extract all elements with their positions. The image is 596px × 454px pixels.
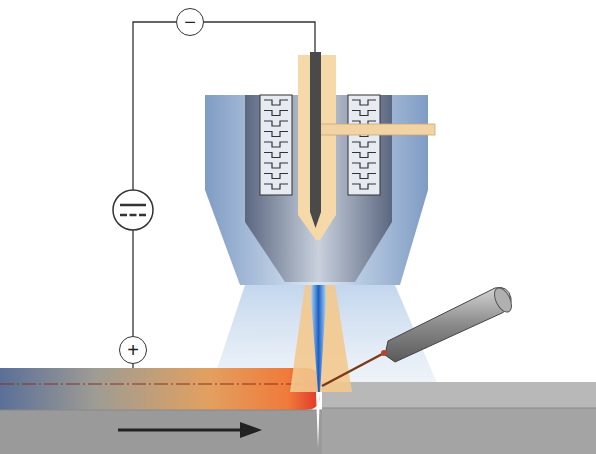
cooling-fin	[264, 184, 288, 189]
cooling-fin	[264, 153, 288, 158]
cooling-fin	[352, 174, 376, 179]
power-wire	[133, 22, 176, 336]
cooling-fin	[264, 100, 288, 105]
cooling-fin	[352, 184, 376, 189]
cooling-fin	[264, 121, 288, 126]
cooling-fin	[264, 111, 288, 116]
cooling-fin	[264, 142, 288, 147]
cooling-fin	[352, 111, 376, 116]
polarity-sign: +	[127, 340, 139, 360]
cooling-fin	[352, 142, 376, 147]
polarity-circle: −	[176, 8, 204, 36]
polarity-sign: −	[184, 12, 196, 32]
polarity-circle: +	[119, 336, 147, 364]
cooling-fin	[264, 174, 288, 179]
cooling-fin	[352, 163, 376, 168]
cooling-fin	[264, 132, 288, 137]
cooling-fin	[264, 163, 288, 168]
cooling-fin	[352, 153, 376, 158]
cooling-fin	[352, 100, 376, 105]
